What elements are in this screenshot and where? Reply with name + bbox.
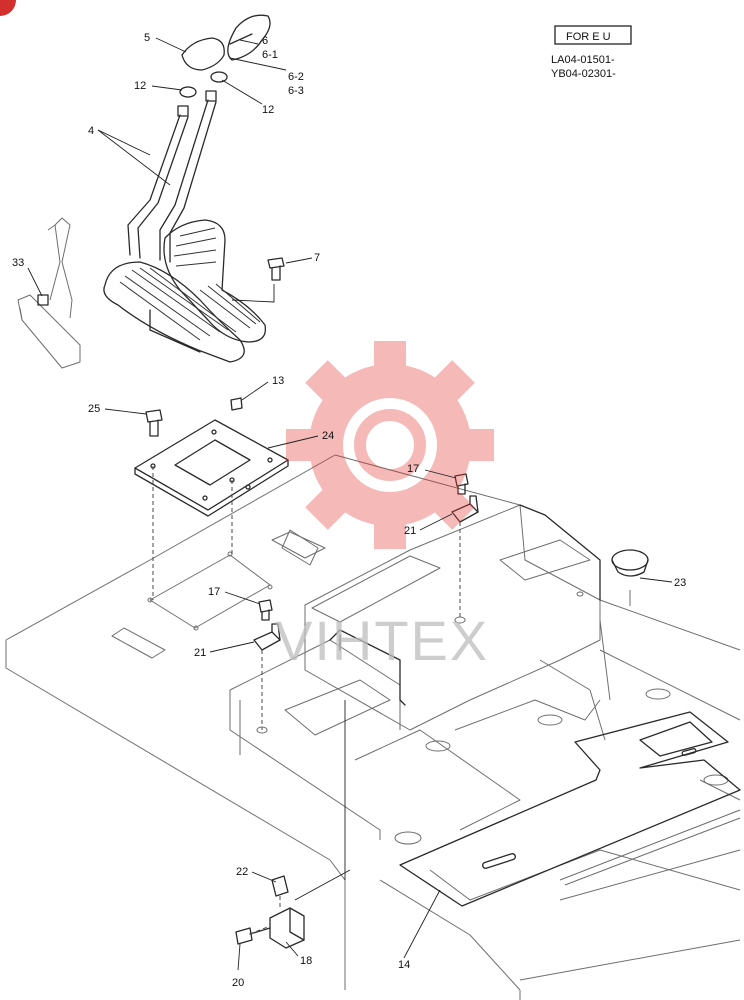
callout-5: 5 <box>144 32 150 44</box>
lock-bracket <box>17 217 81 369</box>
clip-lower <box>253 599 281 734</box>
watermark-text: VIHTEX <box>275 609 489 672</box>
callout-33: 33 <box>12 257 24 269</box>
callout-12-lower: 12 <box>262 104 274 116</box>
callout-17-lower: 17 <box>208 586 220 598</box>
rubber-plug <box>611 549 649 606</box>
callout-17-upper: 17 <box>407 463 419 475</box>
bolt-7 <box>267 257 285 281</box>
callout-24: 24 <box>322 430 334 442</box>
callout-13: 13 <box>272 375 284 387</box>
callout-23: 23 <box>674 577 686 589</box>
serial-range-1: LA04-01501- <box>551 54 615 66</box>
console-panel <box>329 504 601 706</box>
callout-6-2: 6-2 <box>288 71 304 83</box>
callout-22: 22 <box>236 866 248 878</box>
bolt-25 <box>145 409 163 437</box>
nut-13 <box>230 397 243 411</box>
lower-bracket <box>235 700 351 949</box>
lever-knobs <box>179 14 271 98</box>
travel-levers <box>127 90 217 263</box>
callout-20: 20 <box>232 977 244 989</box>
callout-6: 6 <box>262 35 268 47</box>
callout-18: 18 <box>300 955 312 967</box>
region-label: FOR E U <box>566 31 611 43</box>
callout-labels: 5 6 6-1 6-2 6-3 12 12 4 7 33 13 25 24 17… <box>12 32 686 989</box>
callout-25: 25 <box>88 403 100 415</box>
applicability-note: FOR E U LA04-01501- YB04-02301- <box>551 25 632 80</box>
callout-12-upper: 12 <box>134 80 146 92</box>
callout-6-1: 6-1 <box>262 49 278 61</box>
callout-4: 4 <box>88 125 94 137</box>
clip-upper <box>451 473 479 624</box>
callout-7: 7 <box>314 252 320 264</box>
callout-21-upper: 21 <box>404 525 416 537</box>
travel-pedals <box>103 219 267 363</box>
corner-marker <box>0 0 16 16</box>
callout-21-lower: 21 <box>194 647 206 659</box>
region-box <box>554 25 632 45</box>
serial-range-2: YB04-02301- <box>551 68 616 80</box>
lever-plate <box>134 419 289 600</box>
callout-14: 14 <box>398 959 410 971</box>
watermark-logo <box>286 341 494 549</box>
floor-mat <box>399 711 741 907</box>
callout-6-3: 6-3 <box>288 85 304 97</box>
callout-leaders <box>27 37 673 971</box>
